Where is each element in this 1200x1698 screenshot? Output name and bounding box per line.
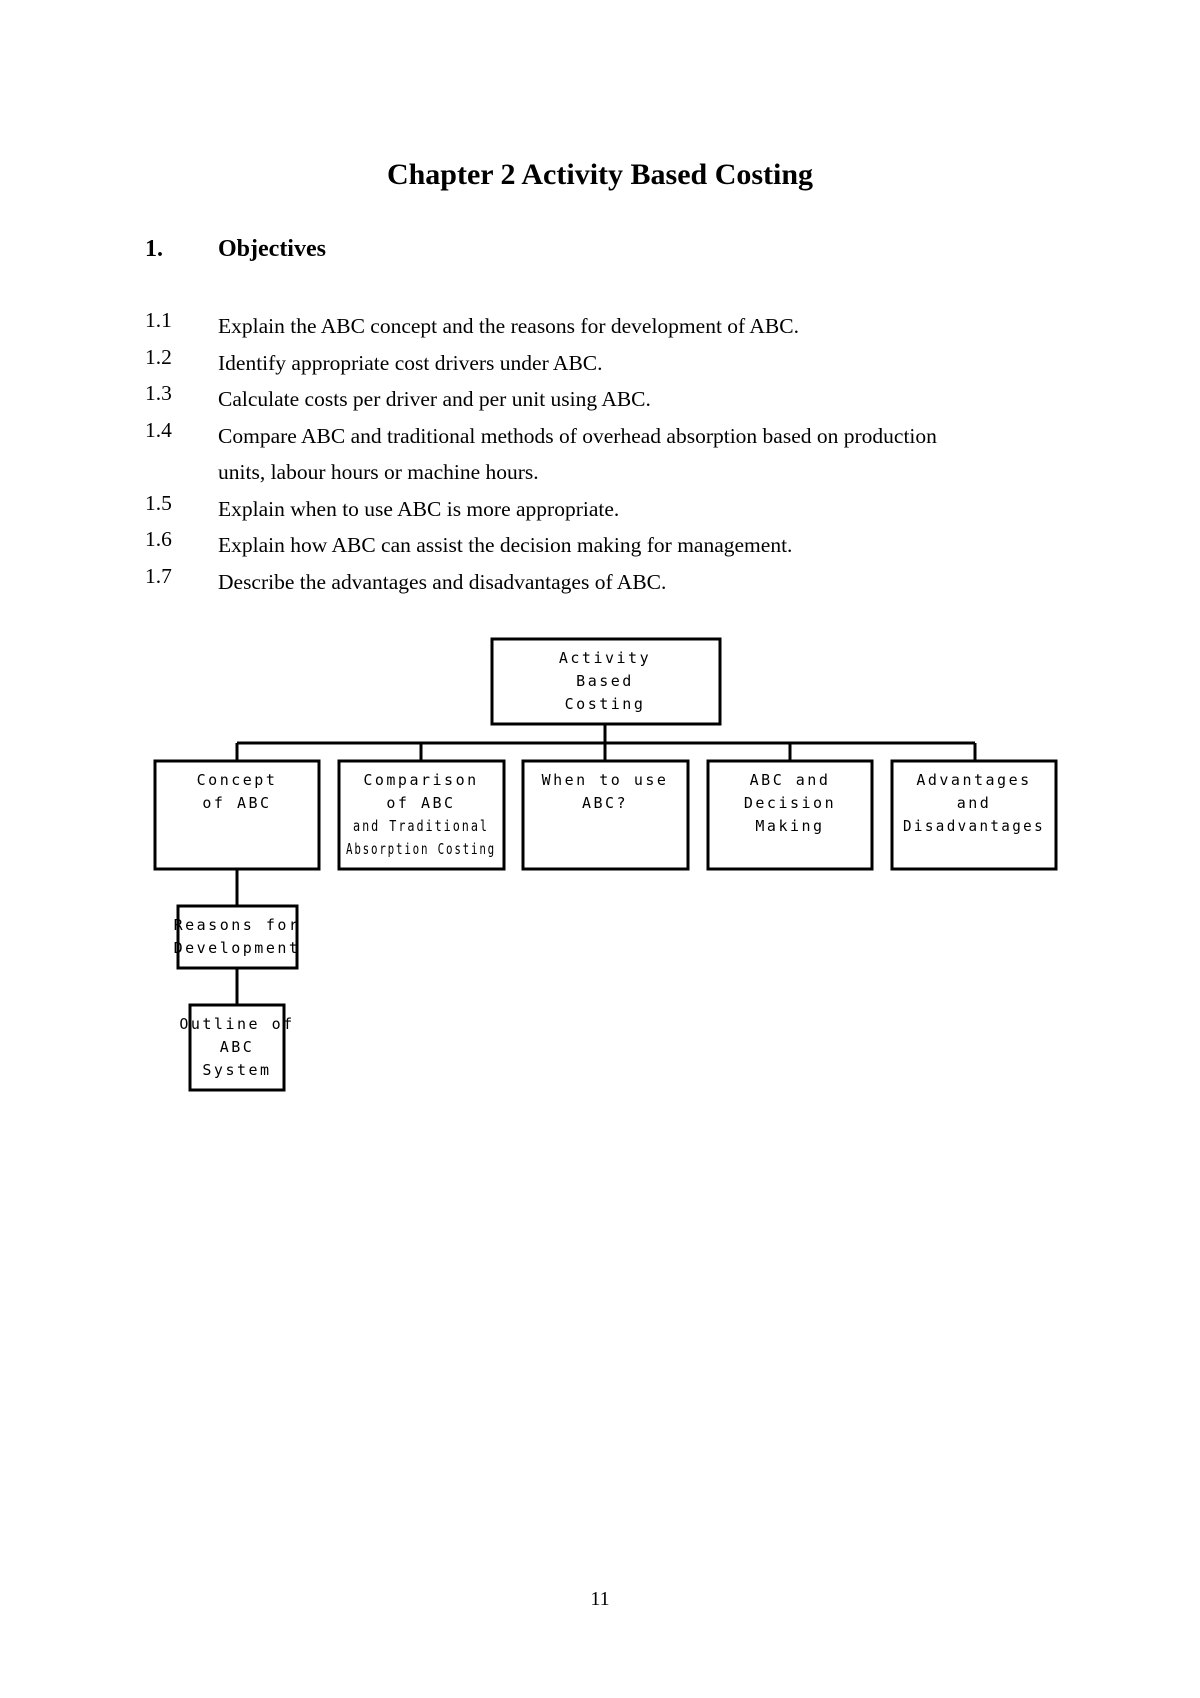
node-label-line: Reasons for xyxy=(174,916,301,934)
node-label-line: and Traditional xyxy=(353,817,489,835)
objective-number: 1.6 xyxy=(145,527,172,551)
node-label-line: Activity xyxy=(559,649,651,667)
node-reasons-for-development: Reasons for Development xyxy=(174,904,301,970)
node-label-line: ABC xyxy=(220,1038,255,1056)
node-label-line: Advantages xyxy=(916,771,1031,789)
node-label-line: and xyxy=(957,794,992,812)
node-box xyxy=(337,759,506,871)
node-label-line: Development xyxy=(174,939,301,957)
objective-text: Explain when to use ABC is more appropri… xyxy=(218,496,620,521)
node-outline-of-abc-system: Outline of ABC System xyxy=(179,1003,294,1092)
section-number: 1. xyxy=(145,236,163,262)
node-label-line: Making xyxy=(755,817,824,835)
node-box xyxy=(176,904,299,970)
objective-text-continued: units, labour hours or machine hours. xyxy=(218,460,539,484)
chapter-title: Chapter 2 Activity Based Costing xyxy=(386,158,814,191)
page-number: 11 xyxy=(590,1588,610,1610)
node-label-line: ABC and xyxy=(750,771,831,789)
node-label-line: System xyxy=(202,1061,271,1079)
node-abc-decision-making: ABC and Decision Making xyxy=(706,759,874,871)
node-label-line: ABC? xyxy=(582,794,628,812)
node-advantages-disadvantages: Advantages and Disadvantages xyxy=(890,759,1058,871)
node-when-to-use-abc: When to use ABC? xyxy=(521,759,690,871)
objective-text: Describe the advantages and disadvantage… xyxy=(218,569,667,594)
node-label-line: Decision xyxy=(744,794,836,812)
node-box xyxy=(153,759,321,871)
objective-number: 1.5 xyxy=(145,490,172,515)
node-label-line: Costing xyxy=(565,695,646,713)
objective-number: 1.3 xyxy=(145,381,172,405)
node-label-line: Concept xyxy=(197,771,278,789)
node-label-line: Comparison xyxy=(363,771,478,789)
node-label-line: Based xyxy=(576,672,634,690)
node-box xyxy=(521,759,690,871)
node-box xyxy=(188,1003,286,1092)
node-label-line: Absorption Costing xyxy=(346,840,496,858)
objective-number: 1.2 xyxy=(145,344,172,369)
node-box xyxy=(890,759,1058,871)
objective-text: Explain the ABC concept and the reasons … xyxy=(218,314,799,338)
node-comparison: Comparison of ABC and Traditional Absorp… xyxy=(337,759,506,871)
objective-text: Identify appropriate cost drivers under … xyxy=(218,350,603,375)
node-concept-of-abc: Concept of ABC xyxy=(153,759,321,871)
node-label-line: Outline of xyxy=(179,1015,294,1033)
objective-number: 1.4 xyxy=(145,417,172,442)
node-label-line: Disadvantages xyxy=(903,817,1045,835)
objective-text: Compare ABC and traditional methods of o… xyxy=(218,423,937,448)
objective-number: 1.1 xyxy=(145,308,172,332)
node-box xyxy=(490,637,722,726)
section-title: Objectives xyxy=(218,236,326,262)
objective-text: Explain how ABC can assist the decision … xyxy=(218,533,793,557)
objective-number: 1.7 xyxy=(145,563,172,588)
objective-text: Calculate costs per driver and per unit … xyxy=(218,387,651,411)
node-label-line: When to use xyxy=(542,771,669,789)
node-label-line: of ABC xyxy=(386,794,455,812)
node-label-line: of ABC xyxy=(202,794,271,812)
node-activity-based-costing: Activity Based Costing xyxy=(490,637,722,726)
node-box xyxy=(706,759,874,871)
